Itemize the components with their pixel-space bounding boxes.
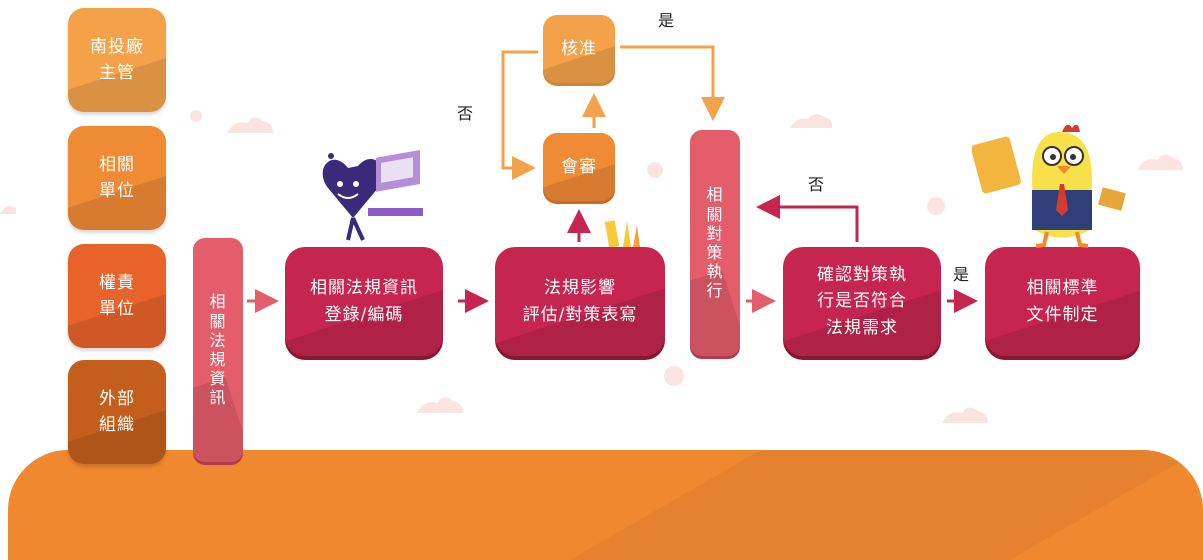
approve-label: 核准 — [561, 38, 597, 59]
cloud-decoration — [942, 407, 988, 423]
confirm-step-box: 確認對策執 行是否符合 法規需求 — [783, 247, 941, 356]
execute-bar: 相 關 對 策 執 行 — [690, 130, 740, 356]
standard-step-label: 相關標準 文件制定 — [1026, 278, 1099, 325]
arrow-confirm-to-execute-no — [756, 195, 859, 242]
arrow-approve-to-execute-yes — [620, 45, 725, 121]
cloud-decoration — [417, 397, 463, 413]
standard-step-box: 相關標準 文件制定 — [985, 247, 1140, 356]
source-box-external-orgs: 外部 組織 — [68, 360, 166, 464]
no-label-approve: 否 — [457, 104, 474, 123]
heart-mascot-illustration — [322, 150, 423, 241]
dot-decoration — [647, 162, 663, 178]
source-label: 相關 單位 — [99, 154, 135, 201]
arrow-approve-to-review-no — [501, 50, 538, 180]
cloud-decoration — [790, 113, 833, 128]
regulation-info-label: 相 關 法 規 資 訊 — [209, 292, 227, 408]
source-box-plant-manager: 南投廠 主管 — [68, 8, 166, 112]
yes-label-approve: 是 — [658, 11, 675, 30]
cloud-decoration — [227, 117, 273, 133]
regulation-info-bar: 相 關 法 規 資 訊 — [193, 238, 243, 462]
confirm-step-label: 確認對策執 行是否符合 法規需求 — [817, 264, 907, 338]
no-label-confirm: 否 — [808, 175, 825, 194]
dot-decoration — [927, 197, 945, 215]
review-box: 會審 — [543, 133, 615, 201]
source-box-responsible-units: 權責 單位 — [68, 244, 166, 348]
cloud-decoration — [1137, 154, 1183, 170]
cloud-decoration — [0, 206, 16, 214]
source-label: 權責 單位 — [99, 272, 135, 319]
dot-decoration — [664, 366, 684, 386]
register-step-box: 相關法規資訊 登錄/編碼 — [285, 247, 443, 356]
review-label: 會審 — [561, 156, 597, 177]
dot-decoration — [190, 110, 202, 122]
source-box-related-units: 相關 單位 — [68, 126, 166, 230]
source-label: 外部 組織 — [99, 388, 135, 435]
register-step-label: 相關法規資訊 登錄/編碼 — [310, 278, 418, 325]
chicken-mascot-illustration — [972, 124, 1126, 248]
ruler-pencil-icon — [605, 220, 640, 247]
source-label: 南投廠 主管 — [90, 36, 144, 83]
yes-label-confirm: 是 — [953, 265, 970, 284]
assess-step-box: 法規影響 評估/對策表寫 — [495, 247, 665, 356]
execute-label: 相 關 對 策 執 行 — [706, 185, 724, 301]
approve-box: 核准 — [543, 15, 615, 83]
assess-step-label: 法規影響 評估/對策表寫 — [522, 278, 638, 325]
connector-layer — [247, 45, 978, 313]
